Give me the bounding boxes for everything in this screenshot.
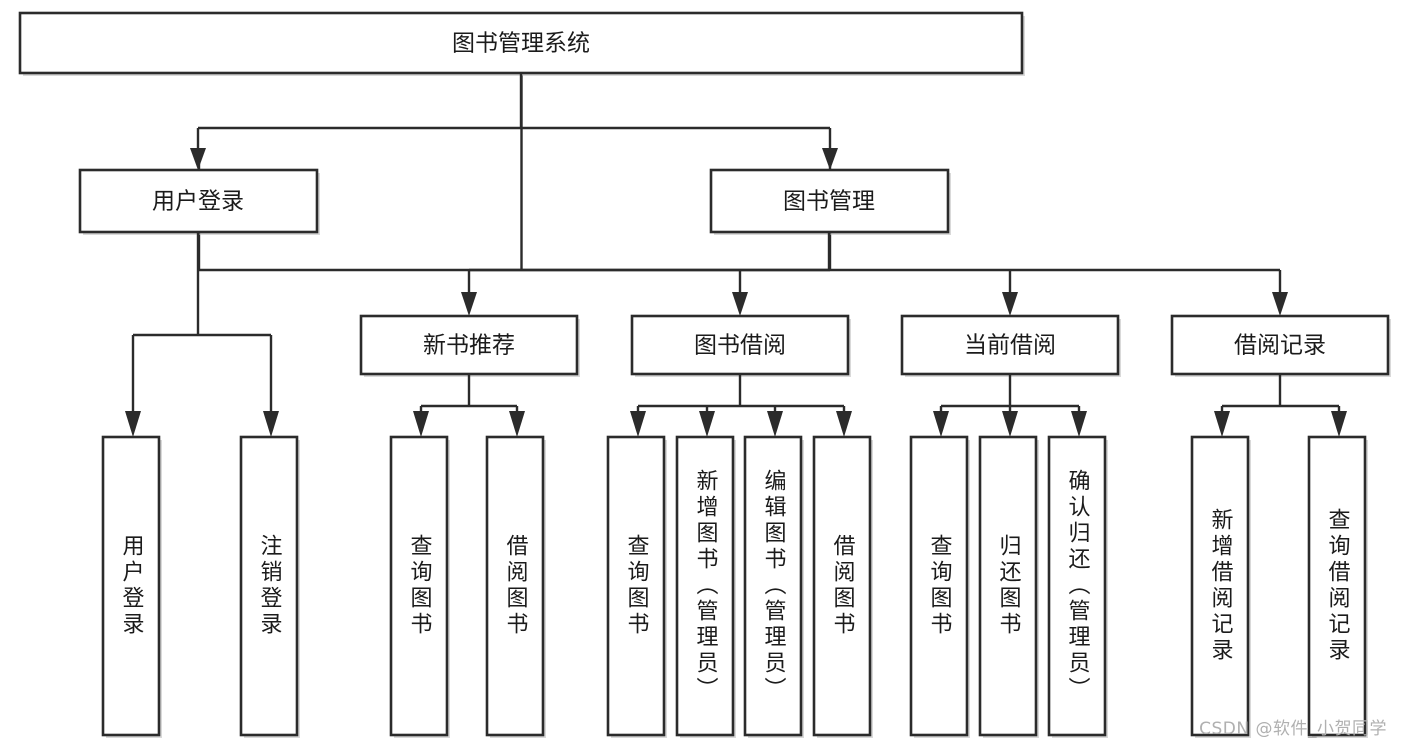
leaf-node-confirm-return[interactable] bbox=[1047, 435, 1108, 738]
arrowhead-book-management bbox=[822, 148, 838, 170]
node-user-login[interactable]: 用户登录 bbox=[78, 168, 320, 235]
node-system-root-label: 图书管理系统 bbox=[452, 31, 590, 57]
node-new-book-recommend-box bbox=[359, 314, 579, 376]
node-borrow-record-box bbox=[1170, 314, 1390, 376]
leaf-node-query-record[interactable] bbox=[1307, 435, 1368, 738]
edges-borrowrecord-to-leaves bbox=[1214, 374, 1347, 437]
arrowhead-leaf-confirm-return bbox=[1071, 411, 1087, 437]
leaf-node-query-book-1[interactable] bbox=[389, 435, 450, 738]
arrowhead-leaf-edit-book bbox=[767, 411, 783, 437]
node-user-login-label: 用户登录 bbox=[152, 189, 244, 215]
edges-currentborrow-to-leaves bbox=[933, 374, 1087, 437]
leaf-node-borrow-book-2[interactable] bbox=[812, 435, 873, 738]
leaf-node-edit-book[interactable] bbox=[743, 435, 804, 738]
edges-bookborrow-to-leaves bbox=[630, 374, 852, 437]
arrowhead-current-borrow bbox=[1002, 292, 1018, 316]
node-borrow-record[interactable]: 借阅记录 bbox=[1170, 314, 1391, 377]
arrowhead-new-book-recommend bbox=[461, 292, 477, 316]
leaf-node-borrow-book-1[interactable] bbox=[485, 435, 546, 738]
leaf-node-return-book[interactable] bbox=[978, 435, 1039, 738]
arrowhead-leaf-add-book bbox=[699, 411, 715, 437]
edges-userlogin-to-leaves bbox=[125, 232, 279, 437]
arrowhead-leaf-user-login bbox=[125, 411, 141, 437]
node-current-borrow[interactable]: 当前借阅 bbox=[900, 314, 1121, 377]
arrowhead-user-login bbox=[190, 148, 206, 170]
arrowhead-leaf-query-record bbox=[1331, 411, 1347, 437]
leaf-node-logout-login[interactable] bbox=[239, 435, 300, 738]
edges-bookmgmt-to-level3 bbox=[461, 232, 1288, 316]
node-current-borrow-box bbox=[900, 314, 1120, 376]
arrowhead-leaf-query-book-3 bbox=[933, 411, 949, 437]
arrowhead-borrow-record bbox=[1272, 292, 1288, 316]
node-new-book-recommend-label: 新书推荐 bbox=[423, 333, 515, 359]
arrowhead-book-borrow bbox=[732, 292, 748, 316]
arrowhead-leaf-return-book bbox=[1002, 411, 1018, 437]
leaf-node-user-login[interactable] bbox=[101, 435, 162, 738]
edges-newbook-to-leaves bbox=[413, 374, 525, 437]
arrowhead-leaf-borrow-book-1 bbox=[509, 411, 525, 437]
node-new-book-recommend[interactable]: 新书推荐 bbox=[359, 314, 580, 377]
arrowhead-leaf-borrow-book-2 bbox=[836, 411, 852, 437]
node-book-management-label: 图书管理 bbox=[783, 189, 875, 215]
leaf-boxes bbox=[101, 435, 1368, 738]
watermark: CSDN @软件_小贺同学 bbox=[1199, 719, 1387, 739]
leaf-node-add-record[interactable] bbox=[1190, 435, 1251, 738]
arrowhead-leaf-logout-login bbox=[263, 411, 279, 437]
leaf-node-query-book-2[interactable] bbox=[606, 435, 667, 738]
node-book-management[interactable]: 图书管理 bbox=[709, 168, 951, 235]
arrowhead-leaf-add-record bbox=[1214, 411, 1230, 437]
node-book-borrow-label: 图书借阅 bbox=[694, 333, 786, 359]
leaf-node-add-book[interactable] bbox=[675, 435, 736, 738]
node-book-management-box bbox=[709, 168, 950, 234]
arrowhead-leaf-query-book-1 bbox=[413, 411, 429, 437]
leaf-node-query-book-3[interactable] bbox=[909, 435, 970, 738]
node-current-borrow-label: 当前借阅 bbox=[964, 333, 1056, 359]
node-borrow-record-label: 借阅记录 bbox=[1234, 333, 1326, 359]
edges-root-to-level2 bbox=[190, 73, 838, 170]
arrowhead-leaf-query-book-2 bbox=[630, 411, 646, 437]
node-book-borrow[interactable]: 图书借阅 bbox=[630, 314, 851, 377]
